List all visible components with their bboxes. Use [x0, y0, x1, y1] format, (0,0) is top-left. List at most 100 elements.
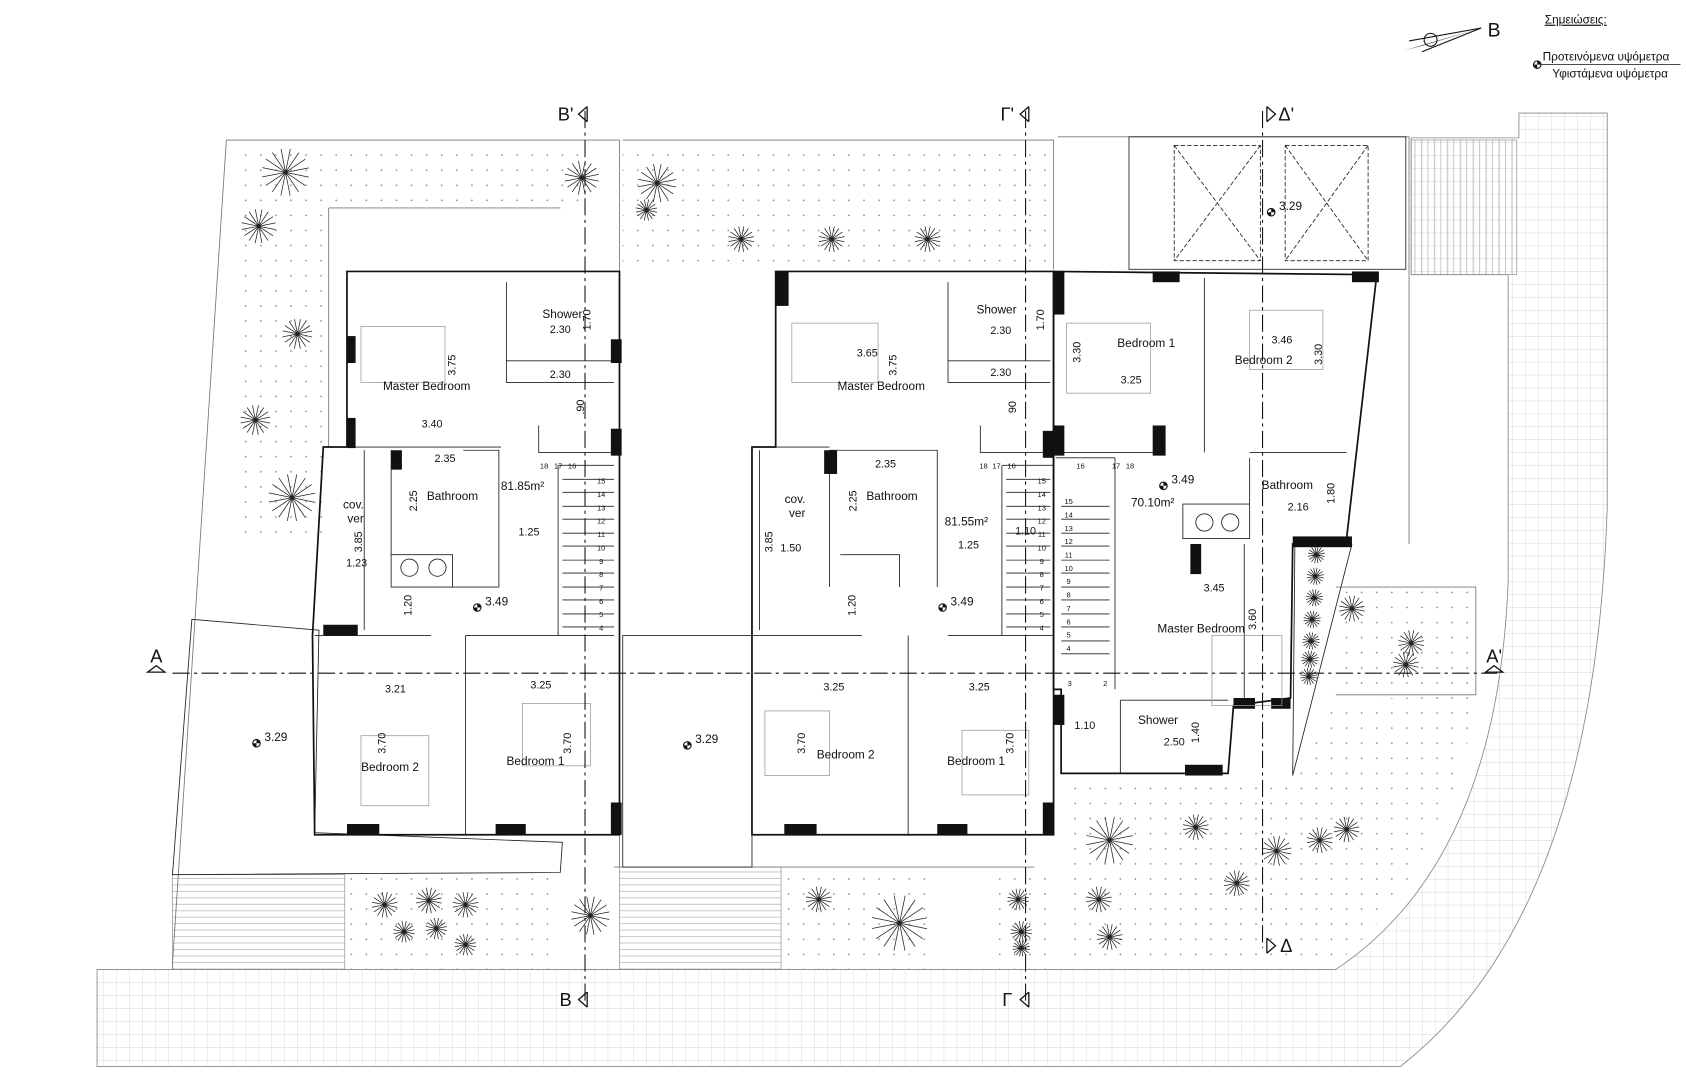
- bed: [961, 729, 1030, 796]
- tree-icon: [571, 896, 610, 935]
- section-label: Δ: [1280, 935, 1292, 956]
- section-label: Β': [558, 104, 574, 125]
- north-label: Β: [1488, 20, 1501, 42]
- dimension-label: 1.40: [1190, 722, 1202, 743]
- steps-left: [172, 874, 346, 970]
- stair-step-number: 14: [597, 490, 605, 499]
- section-arrow-icon: [1019, 106, 1030, 123]
- room-label: Master Bedroom: [1157, 621, 1245, 635]
- tree-icon: [241, 209, 276, 244]
- stair-step-number: 16: [568, 462, 576, 471]
- tree-icon: [1182, 814, 1209, 841]
- dimension-label: .90: [575, 400, 587, 415]
- floor-area: 81.85m²: [501, 479, 544, 493]
- stair-step-number: 12: [1038, 517, 1046, 526]
- stair-step-number: 10: [597, 543, 605, 552]
- stair-step-number: 9: [599, 557, 603, 566]
- stair-step-number: 8: [1067, 591, 1071, 600]
- room-label: ver: [347, 511, 363, 525]
- stair-step-number: 14: [1064, 510, 1072, 519]
- section-marker: Β: [560, 989, 588, 1010]
- tree-icon: [805, 886, 832, 913]
- dimension-label: 3.65: [857, 348, 878, 360]
- stair-step-number: 13: [597, 503, 605, 512]
- stair-step-number: 4: [599, 624, 603, 633]
- tree-icon: [638, 163, 677, 203]
- garden-right-2: [1337, 589, 1474, 693]
- tree-icon: [416, 887, 442, 914]
- tree-icon: [1306, 567, 1324, 585]
- section-label: Γ: [1002, 989, 1012, 1010]
- washbasin-icon: [400, 558, 419, 577]
- dimension-label: 2.30: [550, 369, 571, 381]
- dimension-label: 2.25: [408, 490, 420, 511]
- stair-step-number: 8: [1040, 570, 1044, 579]
- room-label: Master Bedroom: [838, 379, 926, 393]
- tree-icon: [282, 319, 313, 349]
- room-label: Shower: [976, 302, 1016, 316]
- dimension-label: 1.20: [846, 595, 858, 616]
- unit-1: [311, 270, 622, 836]
- tree-icon: [1303, 610, 1321, 628]
- stair-step-number: 15: [1038, 477, 1046, 486]
- washbasin-icon: [1221, 513, 1240, 532]
- bed: [360, 735, 430, 807]
- stair-step-number: 6: [1067, 617, 1071, 626]
- garden-bottom-2: [784, 870, 930, 970]
- stair-step-number: 6: [599, 597, 603, 606]
- legend-title: Σημειώσεις:: [1545, 13, 1607, 27]
- section-label: Β: [560, 989, 572, 1010]
- stair-step-number: 18: [979, 462, 987, 471]
- dimension-label: 3.70: [1005, 733, 1017, 754]
- stair-step-number: 7: [599, 583, 603, 592]
- stair-step-number: 10: [1038, 543, 1046, 552]
- stair-step-number: 17: [554, 462, 562, 471]
- tree-icon: [393, 921, 415, 943]
- section-marker: Γ': [1000, 104, 1030, 125]
- stair-step-number: 16: [1076, 462, 1084, 471]
- room-label: Bedroom 1: [947, 754, 1005, 768]
- dimension-label: 3.30: [1072, 342, 1084, 363]
- level-value: 3.29: [695, 732, 718, 746]
- dimension-label: 1.70: [1035, 309, 1047, 330]
- section-marker: Γ: [1002, 989, 1030, 1010]
- level-marker-icon: [1532, 60, 1542, 69]
- tree-icon: [371, 892, 398, 918]
- tree-icon: [268, 474, 316, 521]
- section-arrow-icon: [1019, 991, 1030, 1008]
- bed: [1066, 322, 1151, 394]
- tree-icon: [914, 226, 941, 252]
- section-axes: [172, 110, 1498, 1002]
- dimension-label: 2.30: [550, 324, 571, 336]
- section-label: Δ': [1278, 104, 1294, 125]
- floor-area: 70.10m²: [1131, 495, 1174, 509]
- section-label: Α: [150, 645, 163, 666]
- dimension-label: 3.45: [1204, 582, 1225, 594]
- tree-icon: [1086, 816, 1133, 864]
- tree-icon: [564, 160, 599, 195]
- room-label: Master Bedroom: [383, 379, 471, 393]
- parking-space-1: [1173, 144, 1261, 262]
- dimension-label: 2.50: [1164, 736, 1185, 748]
- stair-step-number: 14: [1038, 490, 1046, 499]
- dimension-label: 3.46: [1271, 335, 1292, 347]
- section-marker: Δ': [1266, 104, 1294, 125]
- dimension-label: 2.16: [1288, 502, 1309, 514]
- tree-icon: [1301, 650, 1319, 668]
- stair-step-number: 11: [1038, 530, 1046, 539]
- level-marker-icon: [938, 603, 947, 612]
- dimension-label: 1.50: [780, 543, 801, 555]
- tree-icon: [1302, 632, 1320, 650]
- dimension-label: 1.23: [346, 558, 367, 570]
- room-label: ver: [789, 506, 805, 520]
- garden-bottom-3: [991, 870, 1051, 970]
- tree-icon: [1261, 836, 1292, 866]
- dimension-label: 3.85: [353, 531, 365, 552]
- stair-step-number: 15: [597, 477, 605, 486]
- steps-middle: [619, 866, 782, 970]
- room-label: Bedroom 2: [361, 760, 419, 774]
- legend: Σημειώσεις: Προτεινόμενα υψόμετρα Υφιστά…: [1532, 13, 1681, 81]
- unit-3-walls: [1052, 270, 1378, 775]
- dimension-label: 3.70: [377, 733, 389, 754]
- tree-icon: [452, 892, 479, 918]
